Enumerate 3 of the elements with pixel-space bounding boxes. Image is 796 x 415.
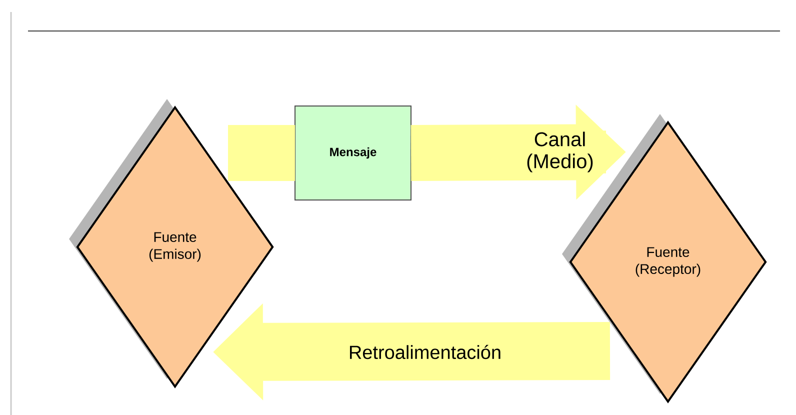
message-box: Mensaje	[294, 106, 412, 200]
edge-label: Retroalimentación	[347, 344, 503, 360]
edge-label: Canal (Medio)	[514, 130, 606, 174]
